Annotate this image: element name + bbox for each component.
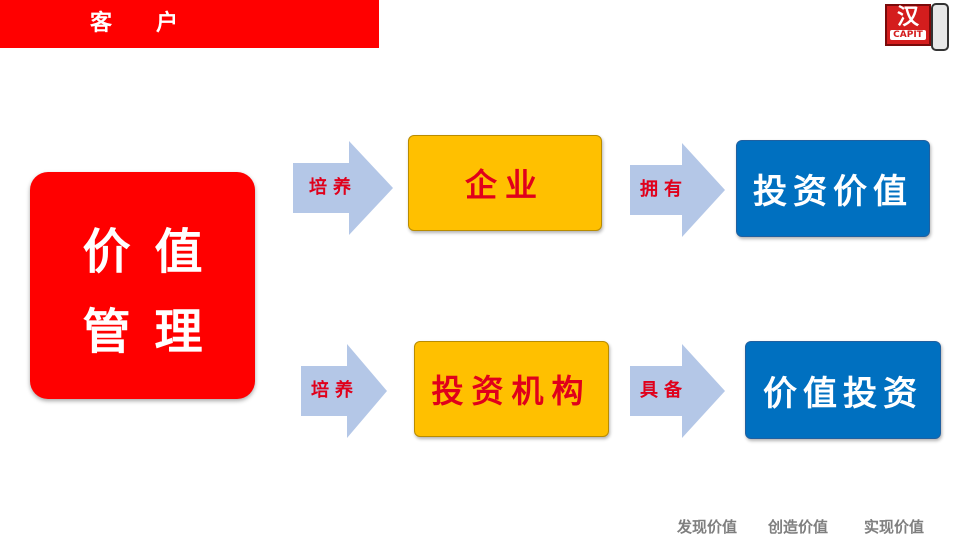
- footer-discover-value: 发现价值: [677, 518, 738, 536]
- header-bar: [0, 0, 379, 48]
- arrow-possess: 具备: [630, 344, 730, 438]
- enterprise-box: 企业: [408, 135, 602, 231]
- arrow-shape-icon: [630, 143, 725, 237]
- arrow-shape-icon: [293, 141, 393, 235]
- arrow-label: 具备: [640, 380, 688, 401]
- enterprise-label: 企业: [464, 166, 545, 204]
- value-management-box: 价值 管理: [30, 172, 255, 399]
- footer-create-value: 创造价值: [768, 518, 829, 536]
- arrow-own: 拥有: [630, 143, 730, 237]
- investment-institution-box: 投资机构: [414, 341, 609, 437]
- arrow-shape-icon: [630, 344, 725, 438]
- arrow-shape-icon: [301, 344, 387, 438]
- value-investment-label: 价值投资: [763, 373, 923, 414]
- investment-institution-label: 投资机构: [431, 372, 592, 410]
- arrow-cultivate-2: 培养: [301, 344, 401, 438]
- header-title: 客 户: [90, 11, 179, 36]
- value-investment-box: 价值投资: [745, 341, 941, 439]
- logo-text: CAPIT: [890, 30, 926, 40]
- arrow-label: 拥有: [640, 179, 688, 200]
- scroll-handle[interactable]: [931, 3, 949, 51]
- main-line-2: 管理: [82, 304, 227, 360]
- main-line-1: 价值: [82, 224, 227, 280]
- footer-realize-value: 实现价值: [864, 518, 925, 536]
- arrow-cultivate-1: 培养: [293, 141, 393, 235]
- arrow-label: 培养: [309, 177, 357, 198]
- logo-glyph: 汉: [896, 5, 919, 30]
- investment-value-box: 投资价值: [736, 140, 930, 237]
- company-logo: 汉 CAPIT: [885, 4, 931, 46]
- investment-value-label: 投资价值: [753, 172, 913, 212]
- arrow-label: 培养: [311, 380, 359, 401]
